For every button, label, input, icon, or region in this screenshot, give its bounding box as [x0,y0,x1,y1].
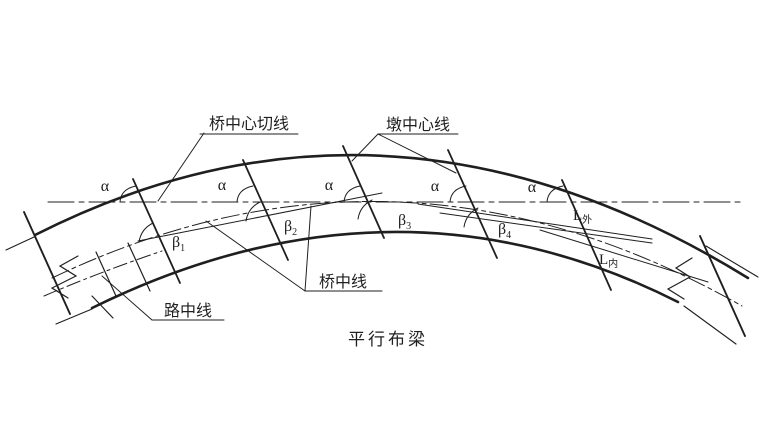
figure-title: 平行布梁 [348,330,428,349]
alpha-arc-4 [449,185,467,203]
tangent-label-leader [157,132,205,202]
alpha-label-1: α [101,178,110,195]
beam-chord-line-outer-2 [439,212,653,244]
beta-arc-1 [138,222,154,243]
bridge-center-tangent-label: 桥中心切线 [209,115,289,133]
approach-tick-1 [95,251,117,297]
approach-tick-3 [91,295,114,319]
bridge-center-line-label: 桥中线 [319,273,367,291]
alpha-arc-2 [236,185,254,203]
pier-line-3 [342,145,385,239]
beam-chord-line-inner [539,229,709,283]
inner-length-label: L内 [599,252,618,270]
beam-chord-line-left [137,192,383,242]
pier-label-leader-1 [351,133,379,162]
right-road-edge-lower [683,305,737,345]
pier-line-4 [447,149,498,259]
outer-length-label: L外 [573,208,592,226]
beta-label-2: β2 [284,218,297,238]
left-road-edge-lower [55,308,93,325]
beta-label-3: β3 [398,212,411,232]
pier-label-leader-2 [377,133,457,174]
alpha-label-5: α [528,179,537,196]
deck-inner-edge-arc [90,230,680,310]
bridge-center-curve [51,200,743,307]
right-abutment-line [699,235,746,337]
road-line-label-leader [101,275,153,321]
beta-arc-2 [245,201,261,222]
right-road-edge-upper [705,245,759,278]
alpha-arc-5 [546,185,564,203]
pier-center-line-label: 墩中心线 [386,116,450,134]
left-abutment-line [23,211,71,315]
right-break-mark [666,257,693,300]
deck-outer-edge-arc [33,153,750,280]
beta-arc-4 [463,207,479,228]
left-road-edge-upper [5,236,35,251]
bridge-line-label-leader-2 [304,205,312,292]
left-break-mark [50,255,79,299]
approach-tick-2 [127,242,151,292]
alpha-label-4: α [431,178,440,195]
alpha-arc-1 [119,185,137,203]
road-center-curve [43,250,163,297]
alpha-label-3: α [325,177,334,194]
alpha-label-2: α [218,177,227,194]
road-center-line-label: 路中线 [164,302,212,320]
beta-label-4: β4 [498,221,511,241]
alpha-arc-3 [343,185,361,203]
beta-arc-3 [357,199,373,220]
bridge-line-label-leader-1 [205,220,306,292]
beta-label-1: β1 [172,234,185,254]
pier-line-5 [561,179,612,291]
pier-line-1 [132,178,181,284]
